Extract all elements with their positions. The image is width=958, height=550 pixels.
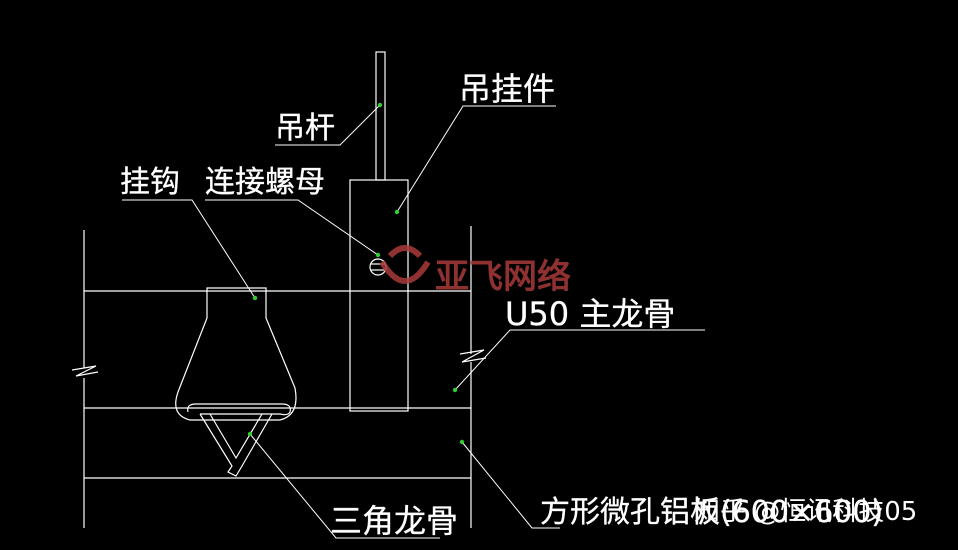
leader-hanger-rod xyxy=(275,104,381,146)
triangle-keel xyxy=(199,413,273,477)
leader-panel xyxy=(461,441,560,529)
label-panel: 方形微孔铝板(600×600) xyxy=(540,495,883,530)
leader-hook xyxy=(122,199,256,299)
hanger-rod xyxy=(375,51,386,181)
label-triangle-keel: 三角龙骨 xyxy=(330,502,458,540)
leader-connecting-nut xyxy=(205,199,379,256)
right-break-symbol xyxy=(459,349,487,363)
leader-suspension-piece xyxy=(396,105,556,213)
watermark-logo-icon xyxy=(379,245,431,284)
label-hook: 挂钩 xyxy=(120,165,180,200)
hook-inner-channel xyxy=(187,403,291,416)
suspension-piece xyxy=(349,179,409,412)
leader-dot xyxy=(377,102,383,108)
leader-dot xyxy=(375,252,381,258)
watermark-text: 亚飞网络 xyxy=(435,257,571,297)
leader-dots xyxy=(247,102,465,445)
leader-triangle-keel xyxy=(249,433,440,539)
corner-watermark: 知乎 @恒讯科技05 xyxy=(694,497,917,527)
center-watermark: 亚飞网络 xyxy=(379,245,571,297)
triangle-keel-inner xyxy=(209,413,263,460)
leader-dot xyxy=(452,387,458,393)
leader-lines xyxy=(122,104,705,539)
leader-main-keel xyxy=(454,329,705,391)
label-main-keel: U50 主龙骨 xyxy=(505,295,675,333)
leader-dot xyxy=(247,431,253,437)
leader-dot xyxy=(252,295,258,301)
structure-lines xyxy=(71,51,487,528)
label-connecting-nut: 连接螺母 xyxy=(205,165,325,200)
hook-outline xyxy=(175,287,297,421)
label-hanger-rod: 吊杆 xyxy=(275,111,335,146)
label-suspension-piece: 吊挂件 xyxy=(459,70,555,108)
left-break-symbol xyxy=(71,365,99,377)
leader-dot xyxy=(394,209,400,215)
leader-dot xyxy=(459,439,465,445)
